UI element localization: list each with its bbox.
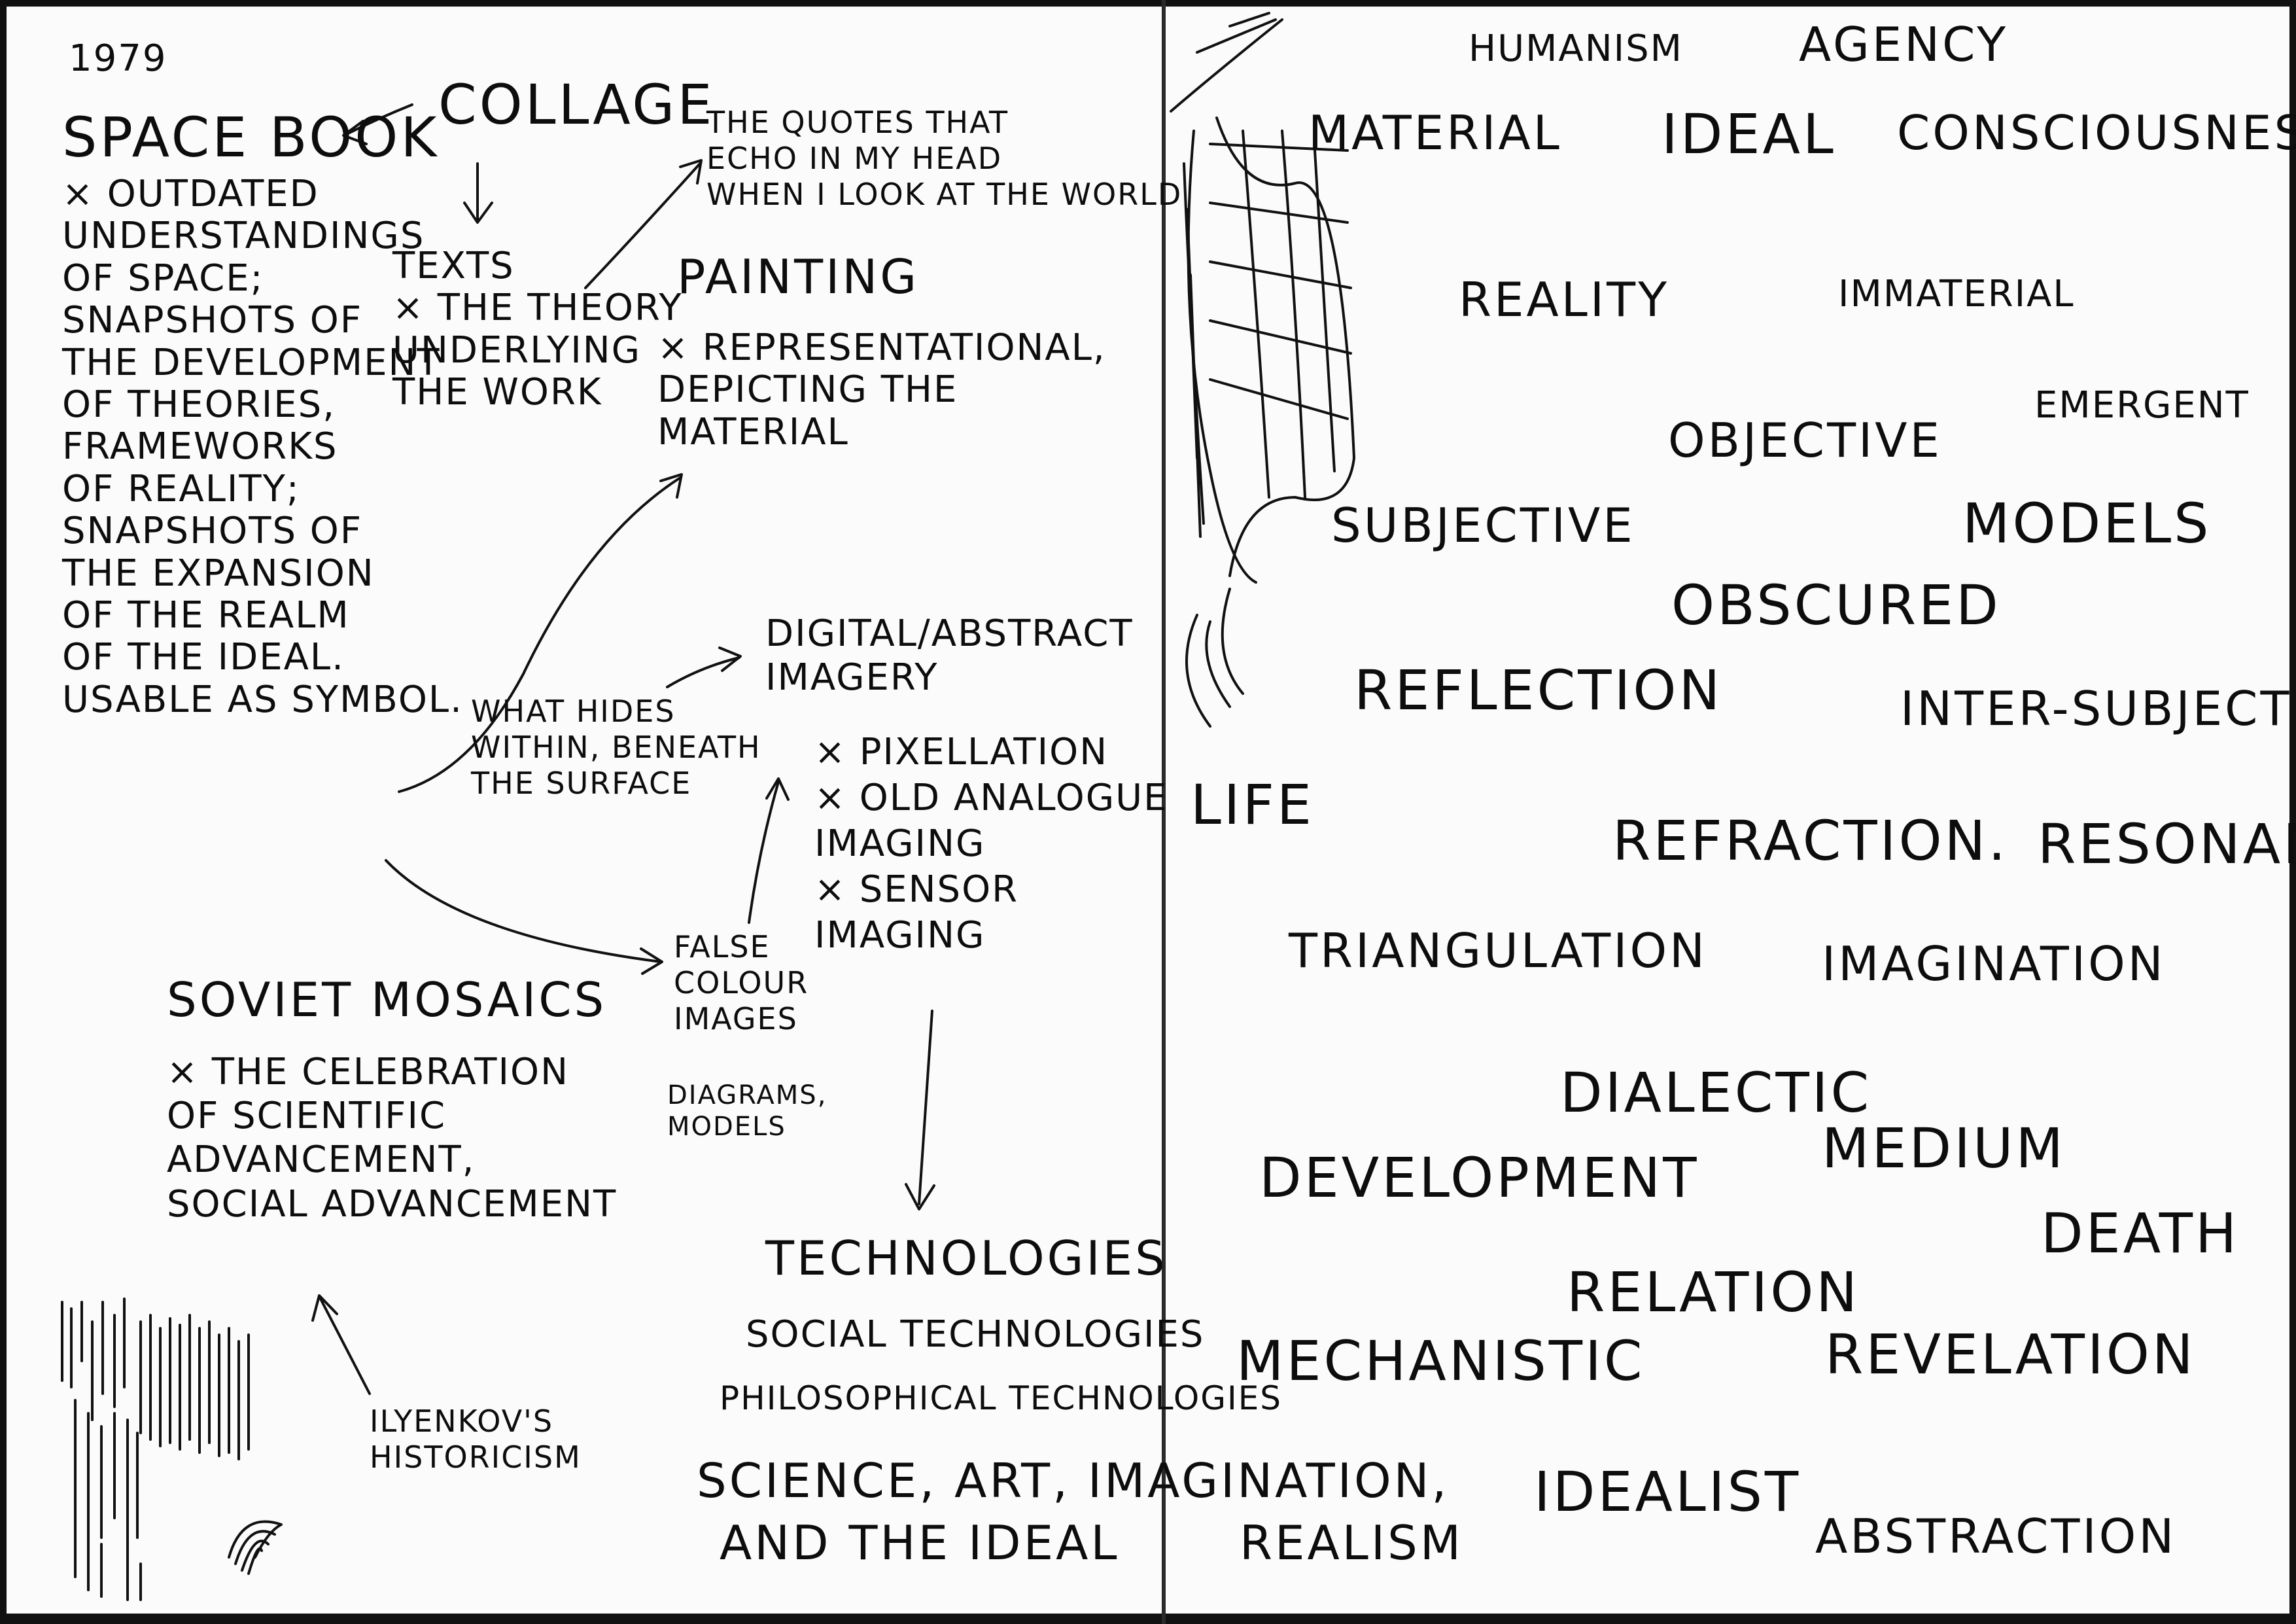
and-the-ideal: AND THE IDEAL: [720, 1515, 1120, 1570]
false-colour-note: FALSE COLOUR IMAGES: [674, 929, 809, 1037]
scan-edge-left: [0, 0, 7, 1624]
science-art-imagination: SCIENCE, ART, IMAGINATION,: [697, 1453, 1450, 1508]
word-obscured: OBSCURED: [1671, 573, 2001, 637]
word-idealist: IDEALIST: [1534, 1460, 1801, 1524]
arrow-hides-to-digital: [666, 656, 740, 688]
word-triangulation: TRIANGULATION: [1289, 923, 1708, 978]
word-reality: REALITY: [1459, 272, 1670, 327]
book-spine: [1162, 0, 1166, 1624]
arrow-ilyenkov-to-soviet: [319, 1297, 371, 1395]
word-imagination: IMAGINATION: [1822, 936, 2166, 991]
word-agency: AGENCY: [1799, 17, 2009, 72]
word-emergent: EMERGENT: [2034, 384, 2250, 427]
word-realism: REALISM: [1240, 1515, 1463, 1570]
word-medium: MEDIUM: [1822, 1116, 2066, 1180]
word-death: DEATH: [2041, 1201, 2240, 1265]
digital-title: DIGITAL/ABSTRACT IMAGERY: [765, 612, 1134, 699]
scan-edge-bottom: [0, 1614, 2296, 1624]
arrowhead-digital: [718, 646, 742, 672]
word-models: MODELS: [1962, 491, 2212, 556]
scribble-hatching: [61, 1297, 250, 1601]
digital-items: × PIXELLATION × OLD ANALOGUE IMAGING × S…: [814, 731, 1168, 957]
arrow-falsecolour-to-pixellation: [748, 781, 780, 924]
word-ideal: IDEAL: [1661, 102, 1836, 166]
painting-notes: × REPRESENTATIONAL, DEPICTING THE MATERI…: [657, 327, 1106, 453]
arrowhead-quotes: [679, 159, 703, 185]
scan-edge-right: [2289, 0, 2296, 1624]
word-mechanistic: MECHANISTIC: [1236, 1329, 1645, 1393]
word-life: LIFE: [1191, 773, 1314, 837]
philosophical-technologies: PHILOSOPHICAL TECHNOLOGIES: [720, 1379, 1283, 1417]
arrowhead-falsecolour: [640, 947, 663, 975]
word-subjective: SUBJECTIVE: [1331, 498, 1635, 553]
soviet-title: SOVIET MOSAICS: [167, 972, 607, 1027]
word-dialectic: DIALECTIC: [1560, 1061, 1872, 1125]
word-refraction: REFRACTION.: [1612, 809, 2009, 873]
word-resonance: RESONANCE: [2038, 812, 2296, 876]
hides-note: WHAT HIDES WITHIN, BENEATH THE SURFACE: [471, 694, 761, 802]
scan-edge-top: [0, 0, 2296, 7]
soviet-notes: × THE CELEBRATION OF SCIENTIFIC ADVANCEM…: [167, 1051, 617, 1226]
word-material: MATERIAL: [1308, 105, 1562, 160]
ilyenkov-note: ILYENKOV'S HISTORICISM: [370, 1403, 582, 1475]
arrow-sensor-to-technologies: [918, 1010, 933, 1205]
arrowhead-texts: [463, 202, 493, 224]
arrowhead-pixellation: [765, 777, 790, 801]
diagrams-note: DIAGRAMS, MODELS: [667, 1080, 827, 1142]
word-objective: OBJECTIVE: [1668, 413, 1943, 468]
space-book-title: SPACE BOOK: [62, 105, 440, 169]
word-relation: RELATION: [1567, 1260, 1860, 1324]
arrowhead-painting: [659, 473, 683, 499]
word-reflection: REFLECTION: [1354, 658, 1723, 722]
collage-label: COLLAGE: [438, 73, 715, 137]
word-development: DEVELOPMENT: [1259, 1146, 1699, 1210]
arrow-spacebook-to-falsecolour: [385, 859, 662, 963]
space-book-notes: × OUTDATED UNDERSTANDINGS OF SPACE; SNAP…: [62, 173, 463, 721]
painting-title: PAINTING: [677, 249, 920, 304]
word-immaterial: IMMATERIAL: [1838, 273, 2075, 315]
quotes-note: THE QUOTES THAT ECHO IN MY HEAD WHEN I L…: [706, 105, 1183, 213]
word-consciousness: CONSCIOUSNESS: [1897, 105, 2296, 160]
technologies-title: TECHNOLOGIES: [765, 1231, 1168, 1286]
word-abstraction: ABSTRACTION: [1815, 1509, 2177, 1564]
word-revelation: REVELATION: [1825, 1322, 2196, 1386]
spiral-sketch: [228, 1520, 283, 1575]
year-label: 1979: [69, 37, 167, 80]
word-inter-subjective: INTER-SUBJECTIVE: [1900, 681, 2296, 736]
texts-note: TEXTS × THE THEORY UNDERLYING THE WORK: [392, 245, 683, 414]
social-technologies: SOCIAL TECHNOLOGIES: [746, 1313, 1205, 1356]
word-humanism: HUMANISM: [1469, 27, 1683, 70]
arrowhead-soviet: [311, 1294, 338, 1322]
arrowhead-technologies: [905, 1183, 935, 1210]
